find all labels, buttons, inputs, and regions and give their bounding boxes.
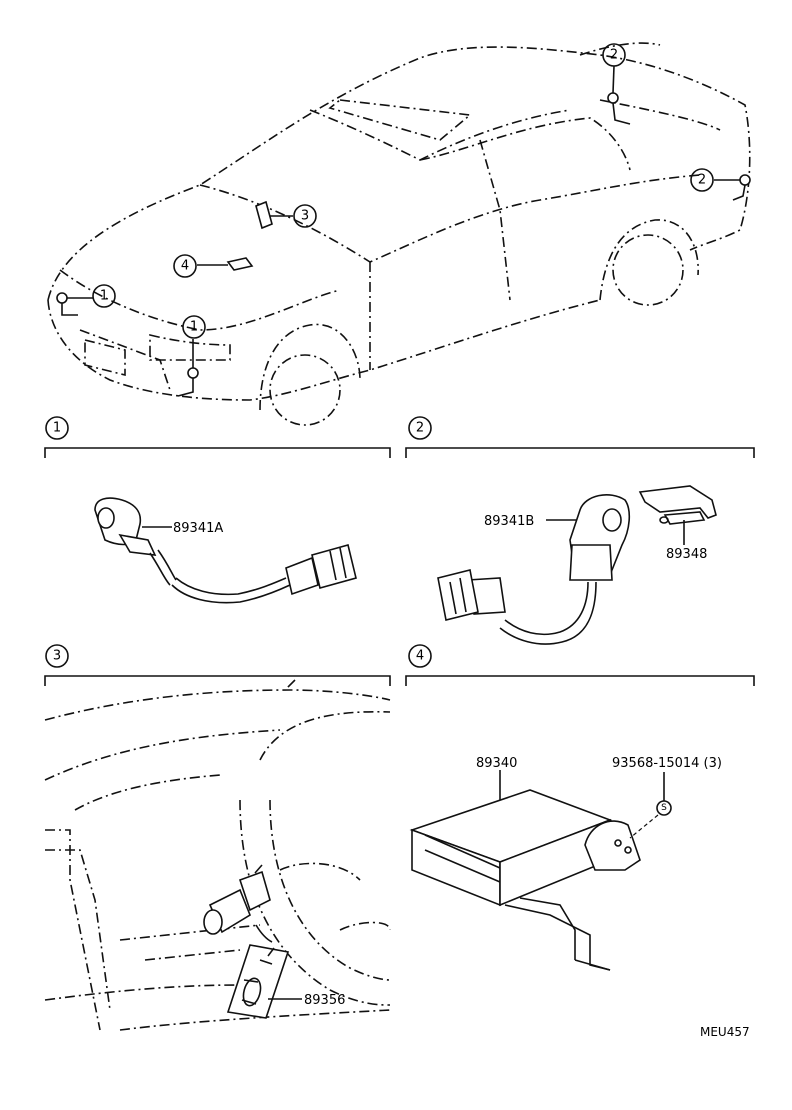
callout-2b-text: 2: [698, 173, 706, 188]
car-overview: 1 1 2 2 3 4: [47, 42, 751, 426]
ignition-key: [203, 864, 271, 935]
callout-3: 3: [293, 204, 317, 228]
front-sensor-left: [56, 292, 93, 316]
section-4: 4 89340 S 93568-15014 (3): [405, 644, 755, 971]
callout-3-text: 3: [301, 209, 309, 224]
rear-sensor-side: [714, 174, 751, 201]
callout-2b: 2: [690, 168, 714, 192]
rear-sensor-top: [607, 65, 631, 125]
screw-symbol: S: [656, 800, 672, 816]
callout-1b-text: 1: [190, 320, 198, 335]
part-89341b-label: 89341B: [484, 514, 534, 529]
section-3: 3: [44, 644, 391, 1031]
section-4-number: 4: [416, 649, 424, 664]
callout-1b: 1: [182, 315, 206, 339]
front-sensor-right: [177, 339, 199, 397]
callout-1a: 1: [92, 284, 116, 308]
section-1: 1 89341A: [44, 416, 391, 604]
callout-1a-text: 1: [100, 289, 108, 304]
sensor-89341b: [437, 494, 631, 645]
section-1-number: 1: [53, 421, 61, 436]
ecu-89340: [409, 789, 641, 971]
callout-2a: 2: [602, 43, 626, 67]
section-3-number: 3: [53, 649, 61, 664]
diagram-code: MEU457: [700, 1025, 750, 1039]
caution-plate-location: [255, 200, 293, 230]
part-89348-label: 89348: [666, 547, 707, 562]
bracket-89348: [638, 485, 717, 525]
sensor-89341a: [94, 497, 357, 604]
callout-2a-text: 2: [610, 48, 618, 63]
section-2: 2 89341B 89348: [405, 416, 755, 645]
callout-4: 4: [173, 254, 197, 278]
part-89340-label: 89340: [476, 756, 517, 771]
part-89341a-label: 89341A: [173, 521, 223, 536]
ecu-location: [197, 257, 254, 271]
caution-plate-89356: [226, 924, 290, 1019]
callout-4-text: 4: [181, 259, 189, 274]
part-89356-label: 89356: [304, 993, 345, 1008]
screw-symbol-text: S: [661, 803, 667, 813]
section-2-number: 2: [416, 421, 424, 436]
part-93568-label: 93568-15014 (3): [612, 756, 722, 771]
